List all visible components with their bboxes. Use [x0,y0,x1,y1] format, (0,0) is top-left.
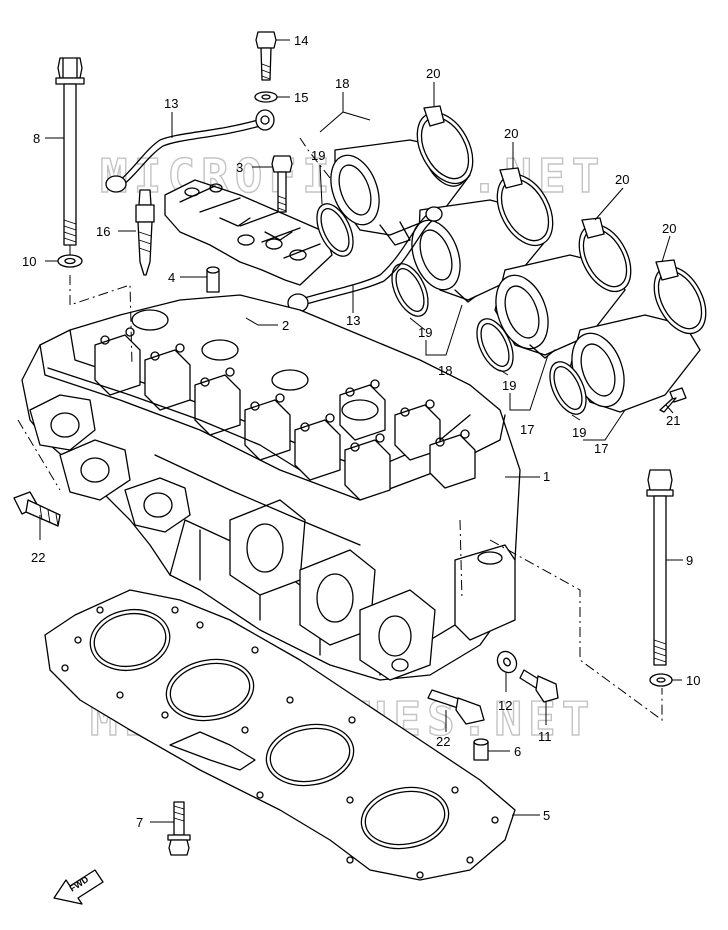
callout-21: 21 [666,413,680,428]
callout-18-lower: 18 [438,363,452,378]
callout-19-c: 19 [502,378,516,393]
fwd-arrow: FWD [53,869,104,905]
callout-6: 6 [514,744,521,759]
callout-labels: 14 15 18 20 13 8 20 19 3 20 20 16 10 4 2… [22,33,700,830]
head-gasket-5 [44,589,516,881]
clamp-20-b [496,167,554,247]
dowel-4 [206,266,220,293]
callout-12: 12 [498,698,512,713]
callout-13-upper: 13 [164,96,178,111]
washer-15 [254,91,278,103]
clamp-20-a [416,105,474,185]
leader-lines [39,39,683,823]
head-bolt-9 [646,469,674,666]
washer-10-left [57,254,83,268]
clamp-20-c [578,217,632,293]
callout-10-left: 10 [22,254,36,269]
washer-12 [496,650,518,674]
callout-22-left: 22 [31,550,45,565]
o-ring-19-c [476,318,514,372]
reference-lines [17,137,663,721]
callout-17-b: 17 [594,441,608,456]
bolt-3 [271,155,293,213]
bolt-14 [255,31,277,81]
callout-4: 4 [168,270,175,285]
bolt-11 [519,669,559,703]
o-ring-19-b [391,263,429,317]
o-ring-19-d [549,361,587,415]
callout-14: 14 [294,33,308,48]
screw-21 [659,387,687,413]
dowel-6 [473,738,489,761]
union-bolt-22-left [13,491,61,527]
callout-11: 11 [538,729,552,744]
callout-2: 2 [282,318,289,333]
intake-pipe-17-b [569,314,701,413]
callout-5: 5 [543,808,550,823]
cylinder-head-1 [21,294,521,681]
callout-13-lower: 13 [346,313,360,328]
callout-20-c: 20 [615,172,629,187]
o-ring-19-a [316,203,354,257]
callout-22-center: 22 [436,734,450,749]
callout-20-a: 20 [426,66,440,81]
spark-plug-16 [135,189,155,276]
callout-19-b: 19 [418,325,432,340]
callout-18-upper: 18 [335,76,349,91]
callout-20-b: 20 [504,126,518,141]
callout-20-d: 20 [662,221,676,236]
callout-16: 16 [96,224,110,239]
union-bolt-22-center [427,689,485,725]
callout-8: 8 [33,131,40,146]
callout-1: 1 [543,469,550,484]
callout-3: 3 [236,160,243,175]
callout-19-a: 19 [311,148,325,163]
callout-15: 15 [294,90,308,105]
callout-17-a: 17 [520,422,534,437]
callout-7: 7 [136,815,143,830]
head-bolt-8 [55,57,85,246]
cam-holder-bracket [164,179,333,286]
bolt-7 [167,801,191,856]
pipe-13-upper [105,109,275,193]
washer-10-right [649,673,673,687]
callout-9: 9 [686,553,693,568]
callout-19-d: 19 [572,425,586,440]
pipe-13-lower [287,206,443,313]
callout-10-right: 10 [686,673,700,688]
clamp-20-d [653,259,707,335]
